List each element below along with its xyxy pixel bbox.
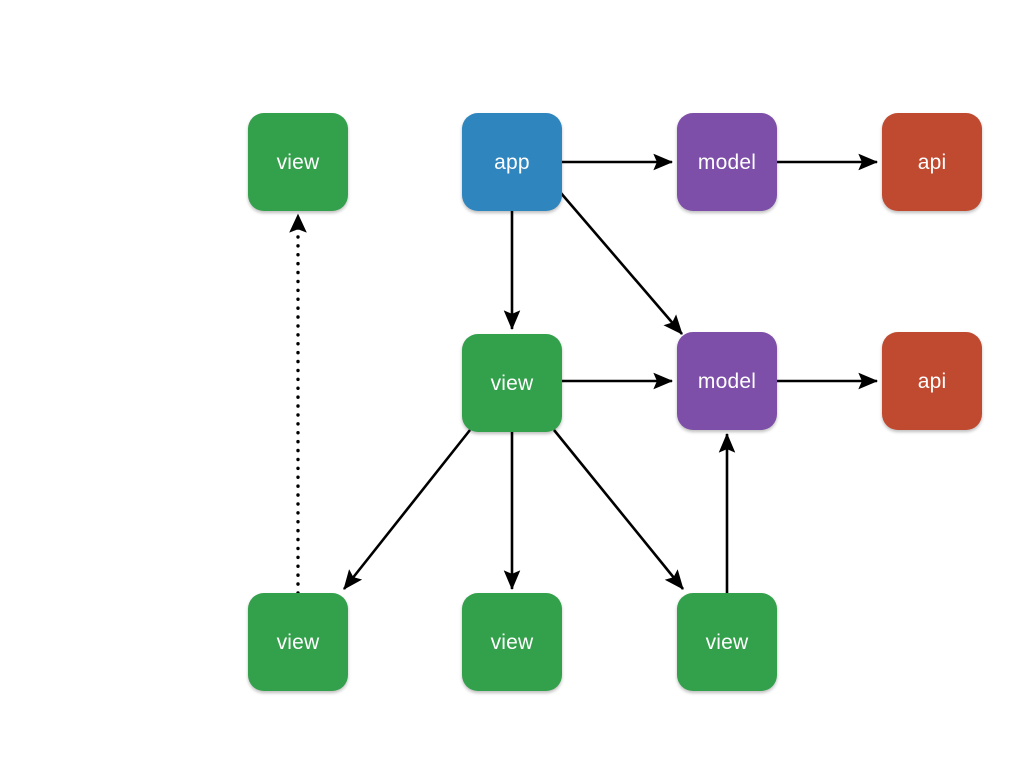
- node-view-bottom-left[interactable]: view: [248, 593, 348, 691]
- node-label: app: [494, 150, 530, 174]
- node-view-top-left[interactable]: view: [248, 113, 348, 211]
- node-label: model: [697, 369, 757, 393]
- node-label: view: [276, 150, 320, 174]
- node-label: view: [490, 371, 534, 395]
- node-model-middle[interactable]: model: [677, 332, 777, 430]
- node-view-bottom-right[interactable]: view: [677, 593, 777, 691]
- node-label: view: [276, 630, 320, 654]
- edge-view-middle-to-view-bottom-left: [342, 429, 472, 590]
- edges-group: [289, 153, 879, 595]
- node-api-middle[interactable]: api: [882, 332, 982, 430]
- edge-app-to-model-middle: [553, 184, 683, 335]
- node-model-top[interactable]: model: [677, 113, 777, 211]
- node-app[interactable]: app: [462, 113, 562, 211]
- node-api-top[interactable]: api: [882, 113, 982, 211]
- node-label: view: [490, 630, 534, 654]
- node-view-bottom-mid[interactable]: view: [462, 593, 562, 691]
- edge-view-middle-to-view-bottom-right: [552, 429, 685, 590]
- node-label: api: [917, 369, 947, 393]
- node-label: model: [697, 150, 757, 174]
- node-view-middle[interactable]: view: [462, 334, 562, 432]
- node-label: api: [917, 150, 947, 174]
- node-label: view: [705, 630, 749, 654]
